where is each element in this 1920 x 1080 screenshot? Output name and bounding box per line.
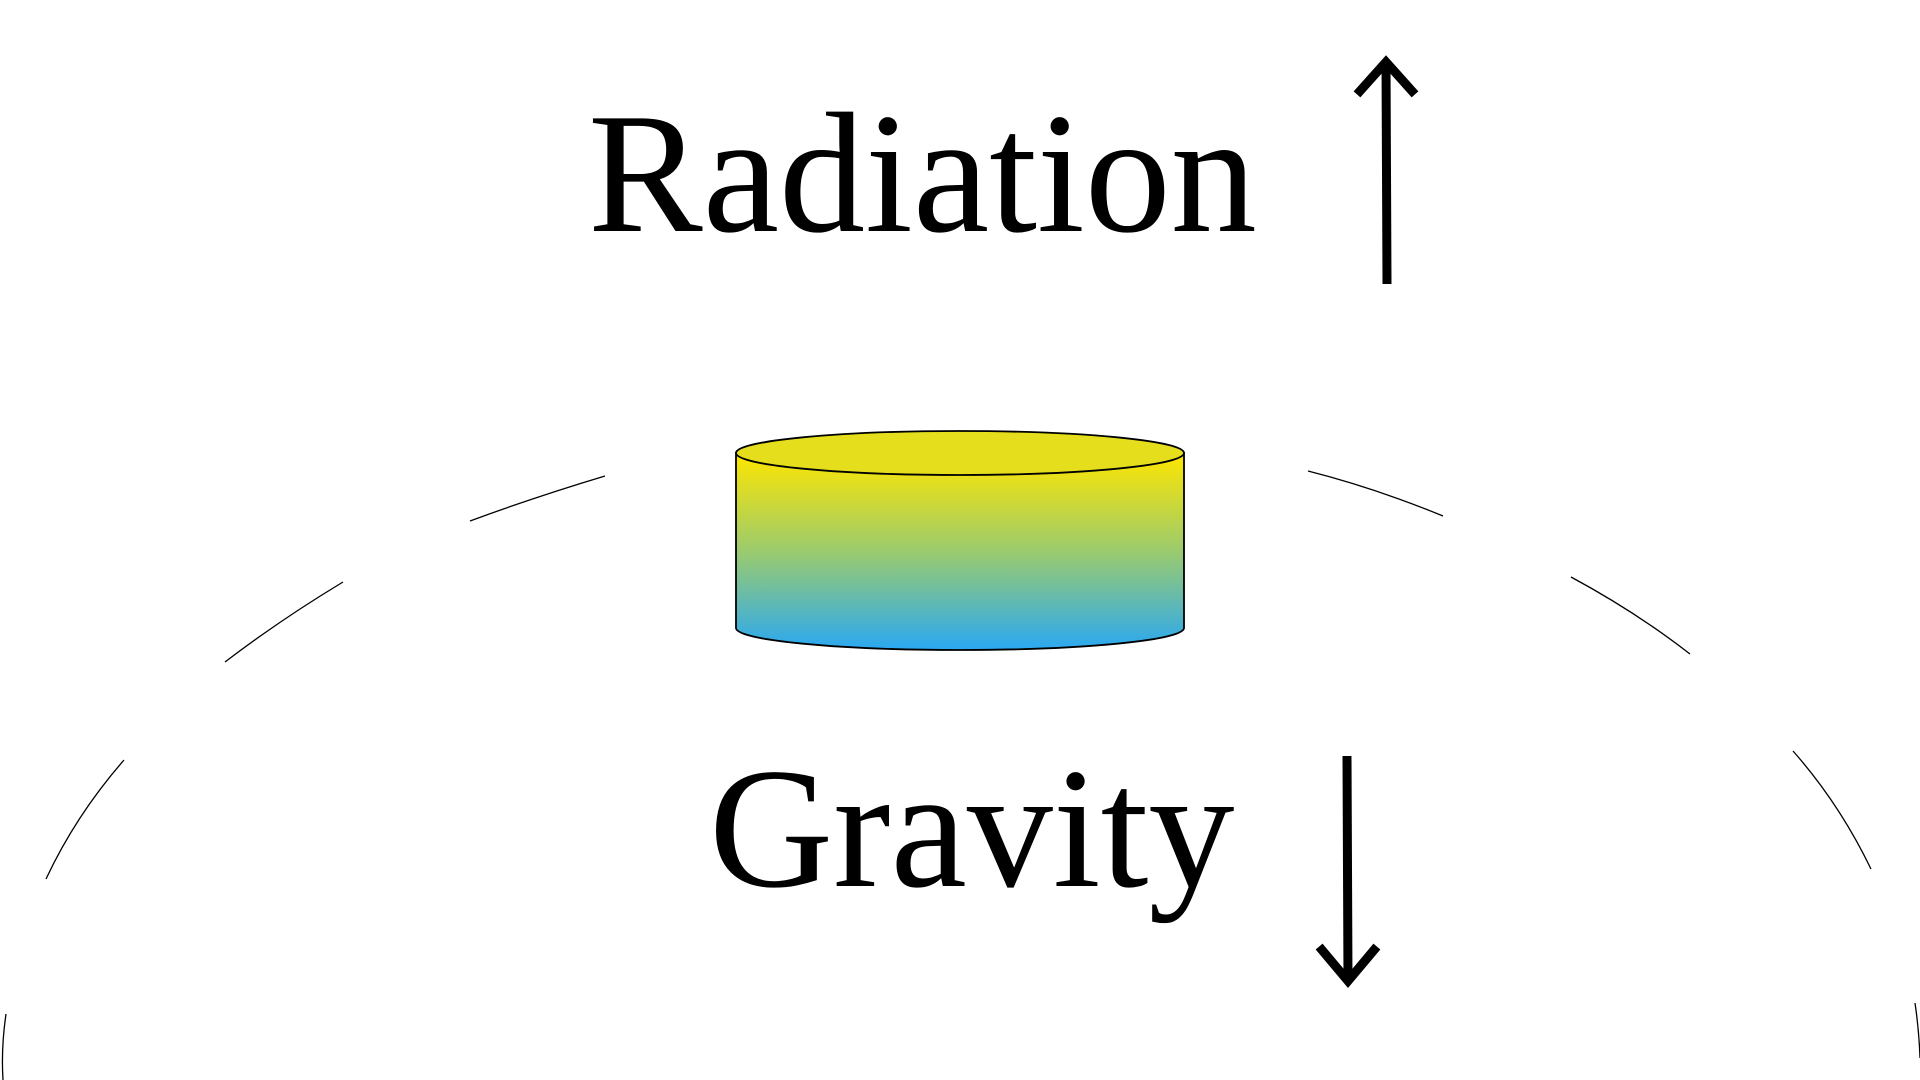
disk-body <box>735 452 1185 651</box>
down-arrow-icon <box>1315 755 1381 989</box>
arc-segment <box>1570 576 1691 655</box>
disk-top-face <box>735 430 1185 476</box>
radiation-label: Radiation <box>588 79 1257 269</box>
inner-dashed-arc <box>224 470 1691 663</box>
arc-segment <box>469 475 606 522</box>
arc-segment <box>1792 750 1872 870</box>
arc-segment <box>224 581 344 663</box>
arc-segment <box>1914 1002 1920 1059</box>
outer-dashed-arc <box>1 750 1920 1080</box>
up-arrow-icon <box>1353 55 1419 285</box>
arc-segment <box>1307 470 1444 517</box>
gravity-label: Gravity <box>709 734 1234 924</box>
arc-segment <box>45 759 125 880</box>
gradient-disk <box>735 430 1185 651</box>
arc-segment <box>1 1013 7 1080</box>
